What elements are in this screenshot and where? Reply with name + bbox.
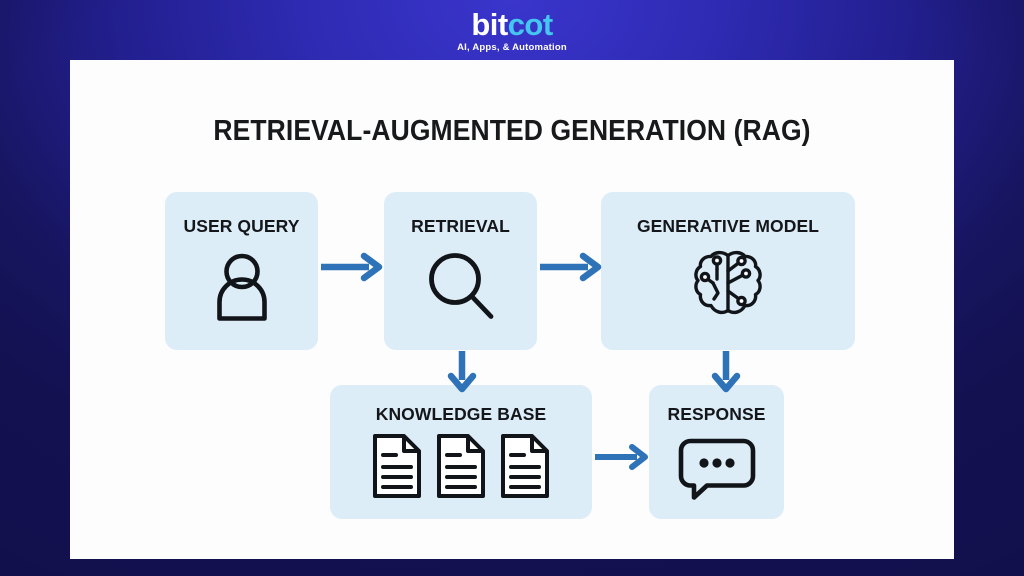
content-card: RETRIEVAL-AUGMENTED GENERATION (RAG) USE… [70,60,954,559]
page-title: RETRIEVAL-AUGMENTED GENERATION (RAG) [213,115,811,147]
arrow-generative-model-to-response [711,350,741,399]
node-label: USER QUERY [183,216,300,236]
node-label: RESPONSE [667,404,766,424]
person-icon [211,251,273,321]
diagram-node-generative-model[interactable]: GENERATIVE MODEL [601,192,855,350]
magnifier-icon [426,250,496,322]
logo-wordmark: bitcot [471,7,554,42]
node-label: RETRIEVAL [411,216,510,236]
diagram-node-response[interactable]: RESPONSE [649,385,784,519]
brain-circuit-icon [691,247,765,323]
speech-bubble-icon [677,437,757,501]
bitcot-logo: bitcot AI, Apps, & Automation [0,9,1024,53]
arrow-knowledge-base-to-response [593,443,651,476]
logo-tagline: AI, Apps, & Automation [457,42,567,53]
diagram-node-knowledge-base[interactable]: KNOWLEDGE BASE [330,385,592,519]
diagram-node-user-query[interactable]: USER QUERY [165,192,318,350]
logo-word-secondary: cot [507,7,554,42]
logo-word-primary: bit [471,7,508,42]
diagram-node-retrieval[interactable]: RETRIEVAL [384,192,537,350]
documents-icon [371,433,551,499]
node-label: GENERATIVE MODEL [636,216,820,236]
arrow-retrieval-to-knowledge-base [447,350,477,399]
arrow-retrieval-to-generative-model [538,252,604,287]
node-label: KNOWLEDGE BASE [375,404,547,424]
arrow-user-query-to-retrieval [319,252,385,287]
